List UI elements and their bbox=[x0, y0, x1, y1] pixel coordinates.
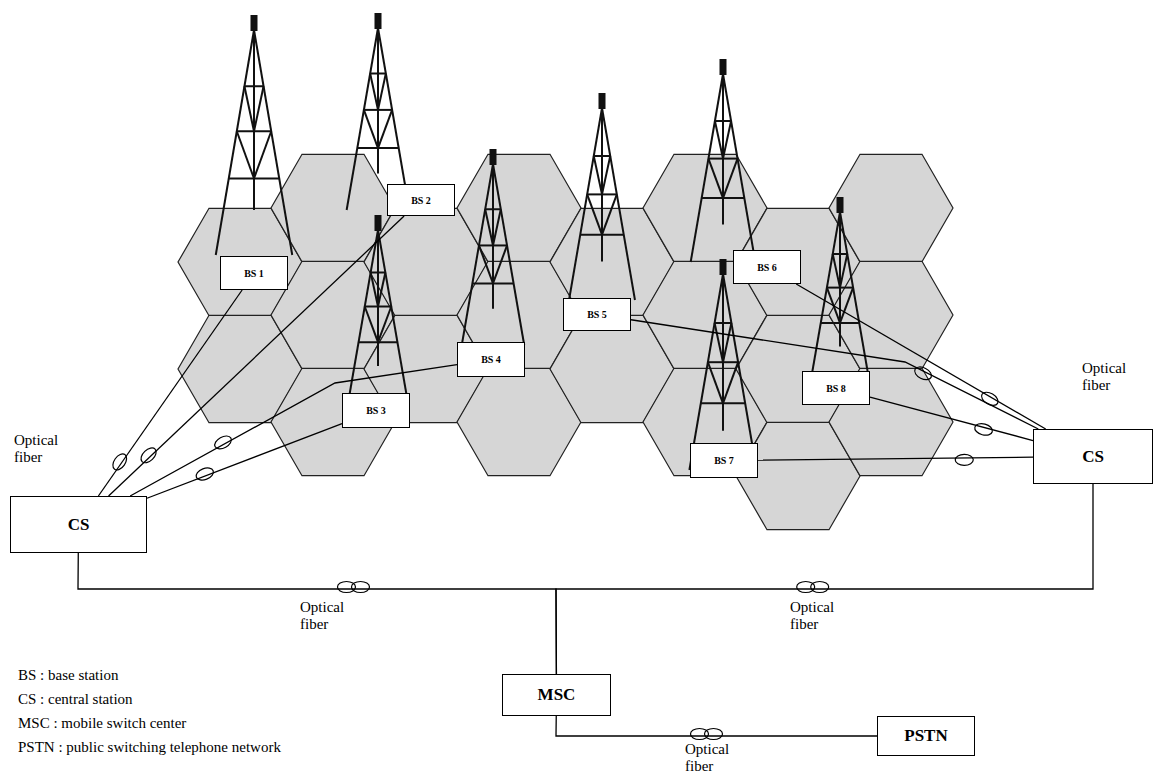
antenna-tower bbox=[691, 60, 756, 262]
fiber-coil bbox=[337, 582, 355, 593]
fiber-coil bbox=[979, 390, 1000, 409]
antenna-tip bbox=[721, 60, 726, 74]
station-box: CS bbox=[1033, 429, 1153, 484]
node-label: BS 1 bbox=[244, 268, 264, 279]
node-label: CS bbox=[1082, 447, 1104, 467]
key-line: PSTN : public switching telephone networ… bbox=[18, 739, 378, 756]
node-label: BS 8 bbox=[826, 383, 846, 394]
station-box: CS bbox=[10, 496, 147, 553]
base-station-box: BS 7 bbox=[690, 443, 758, 478]
antenna-tip bbox=[376, 14, 381, 28]
fiber-label: Optical fiber bbox=[300, 599, 356, 632]
antenna-tower bbox=[349, 216, 408, 400]
antenna-towers bbox=[216, 14, 869, 470]
fiber-connector bbox=[556, 484, 1093, 674]
fiber-coil bbox=[704, 729, 722, 740]
antenna-tip bbox=[252, 16, 257, 30]
fiber-coil bbox=[811, 582, 829, 593]
fiber-coil bbox=[110, 451, 129, 472]
fiber-connector bbox=[78, 553, 556, 674]
fiber-connector bbox=[130, 365, 457, 496]
fiber-coil bbox=[351, 582, 369, 593]
base-station-box: BS 8 bbox=[802, 371, 870, 405]
fiber-connector bbox=[147, 424, 342, 499]
node-label: BS 7 bbox=[714, 455, 734, 466]
antenna-tip bbox=[838, 198, 843, 212]
fiber-connector bbox=[556, 716, 877, 736]
key-line: BS : base station bbox=[18, 667, 378, 684]
base-station-box: BS 2 bbox=[387, 184, 455, 216]
fiber-coil bbox=[955, 454, 973, 465]
antenna-tip bbox=[491, 150, 496, 164]
base-station-box: BS 1 bbox=[220, 256, 288, 290]
antenna-tip bbox=[721, 260, 726, 274]
fiber-connector bbox=[109, 216, 405, 496]
fiber-label: Optical fiber bbox=[1082, 360, 1140, 393]
key-line: MSC : mobile switch center bbox=[18, 715, 378, 732]
fiber-label: Optical fiber bbox=[685, 741, 741, 774]
fiber-coil bbox=[913, 364, 934, 382]
antenna-tower bbox=[811, 198, 869, 380]
fiber-label: Optical fiber bbox=[14, 432, 70, 465]
antenna-tower bbox=[216, 16, 292, 255]
antenna-tower bbox=[462, 150, 524, 345]
antenna-tower bbox=[689, 260, 756, 470]
fiber-coil bbox=[690, 729, 708, 740]
fiber-coils bbox=[110, 364, 1000, 739]
base-station-box: BS 6 bbox=[733, 250, 801, 284]
fiber-connector bbox=[870, 397, 1033, 440]
base-station-box: BS 4 bbox=[457, 342, 525, 377]
fiber-connector bbox=[98, 290, 242, 496]
antenna-tower bbox=[569, 94, 635, 300]
node-label: MSC bbox=[538, 685, 576, 705]
fiber-coil bbox=[973, 422, 993, 437]
base-station-box: BS 5 bbox=[563, 298, 631, 331]
station-box: MSC bbox=[502, 674, 611, 716]
node-label: CS bbox=[68, 515, 90, 535]
base-station-box: BS 3 bbox=[342, 393, 410, 428]
antenna-tip bbox=[600, 94, 605, 108]
hex-cells bbox=[178, 154, 953, 529]
antenna-tip bbox=[376, 216, 381, 230]
fiber-connector bbox=[758, 457, 1033, 460]
node-label: PSTN bbox=[904, 726, 947, 746]
node-label: BS 6 bbox=[757, 262, 777, 273]
node-label: BS 2 bbox=[411, 195, 431, 206]
fiber-label: Optical fiber bbox=[790, 599, 846, 632]
fiber-coil bbox=[213, 433, 234, 451]
node-label: BS 3 bbox=[366, 405, 386, 416]
hex-cell bbox=[829, 154, 953, 261]
key-line: CS : central station bbox=[18, 691, 378, 708]
fiber-coil bbox=[138, 445, 159, 465]
fiber-coil bbox=[194, 466, 215, 483]
fiber-coil bbox=[797, 582, 815, 593]
node-label: BS 4 bbox=[481, 354, 501, 365]
fiber-connector bbox=[631, 320, 1038, 429]
node-label: BS 5 bbox=[587, 309, 607, 320]
antenna-tower bbox=[347, 14, 410, 210]
station-box: PSTN bbox=[877, 716, 975, 756]
fiber-connector bbox=[796, 284, 1045, 429]
